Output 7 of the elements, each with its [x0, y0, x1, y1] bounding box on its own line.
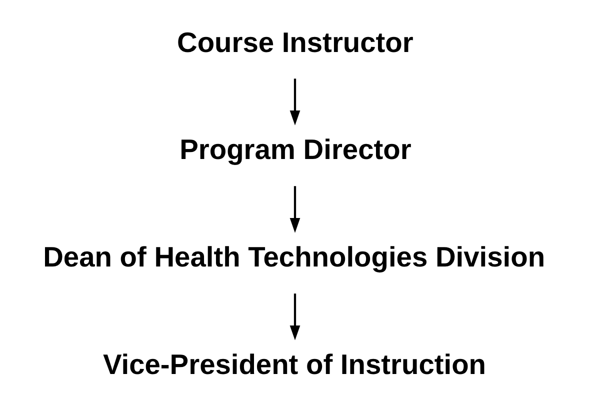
node-text: Program Director — [179, 133, 411, 166]
node-text: Dean of Health Technologies Division — [42, 240, 545, 273]
arrow — [289, 294, 300, 340]
node-text: Vice-President of Instruction — [102, 348, 486, 380]
arrow — [289, 186, 300, 233]
arrow — [289, 78, 300, 126]
node-text: Course Instructor — [176, 26, 413, 58]
